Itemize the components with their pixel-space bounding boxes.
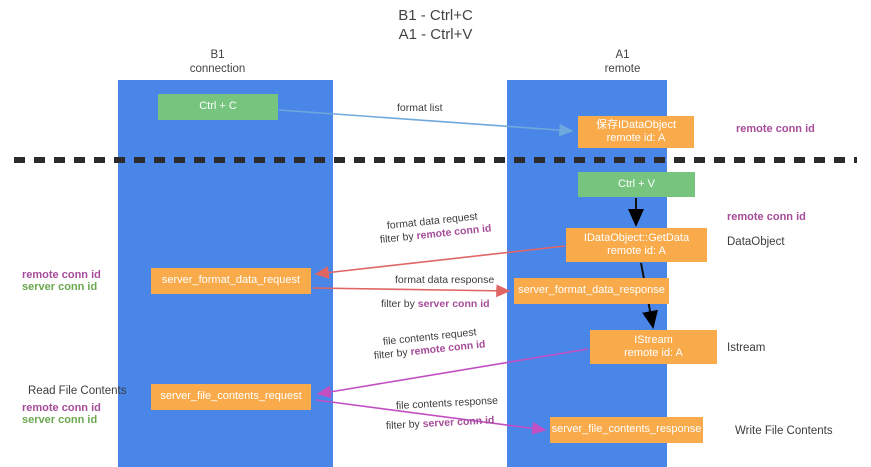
page-title-line2: A1 - Ctrl+V bbox=[398, 26, 473, 43]
tag-remote-conn-id-left-lower: remote conn id bbox=[22, 402, 101, 414]
edge-filter-key-4: server conn id bbox=[422, 414, 495, 431]
edge-label-format-list: format list bbox=[397, 102, 443, 114]
column-header-a1: A1 remote bbox=[555, 48, 690, 76]
tag-server-conn-id-left-lower: server conn id bbox=[22, 414, 98, 426]
node-server-format-data-response[interactable]: server_format_data_response bbox=[514, 278, 669, 304]
side-label-write-file-contents: Write File Contents bbox=[735, 425, 833, 437]
edge-filter-key-2: server conn id bbox=[417, 298, 490, 310]
side-label-read-file-contents: Read File Contents bbox=[28, 385, 127, 397]
node-server-format-data-request-label: server_format_data_request bbox=[161, 274, 301, 287]
edge-label-file-contents-response: file contents response bbox=[395, 394, 499, 412]
node-server-format-data-response-label: server_format_data_response bbox=[518, 284, 665, 297]
column-header-b1-name: B1 bbox=[210, 49, 225, 61]
column-header-a1-name: A1 bbox=[615, 49, 630, 61]
edge-filter-prefix-2: filter by bbox=[381, 298, 418, 310]
edge-filter-prefix-3: filter by bbox=[373, 346, 412, 362]
node-server-file-contents-request[interactable]: server_file_contents_request bbox=[151, 384, 311, 410]
column-header-a1-role: remote bbox=[604, 63, 641, 75]
tag-remote-conn-id-top: remote conn id bbox=[736, 123, 815, 135]
edge-filter-format-data-response: filter by server conn id bbox=[381, 298, 490, 311]
edge-filter-file-contents-response: filter by server conn id bbox=[386, 414, 495, 433]
tag-remote-conn-id-mid: remote conn id bbox=[727, 211, 806, 223]
side-label-istream: Istream bbox=[727, 342, 766, 354]
edge-filter-prefix-4: filter by bbox=[385, 418, 424, 432]
edge-label-format-data-response: format data response bbox=[395, 274, 495, 286]
page-title: B1 - Ctrl+C A1 - Ctrl+V bbox=[0, 6, 871, 44]
node-istream[interactable]: IStream remote id: A bbox=[590, 330, 717, 364]
node-ctrl-v[interactable]: Ctrl + V bbox=[578, 172, 695, 197]
edge-filter-prefix-1: filter by bbox=[379, 230, 418, 246]
tag-remote-conn-id-left-upper: remote conn id bbox=[22, 269, 101, 281]
node-save-dataobject-line2: remote id: A bbox=[606, 132, 666, 144]
side-label-dataobject: DataObject bbox=[727, 236, 785, 248]
node-idataobject-getdata-line2: remote id: A bbox=[607, 245, 666, 257]
node-ctrl-v-label: Ctrl + V bbox=[618, 177, 655, 190]
column-header-b1: B1 connection bbox=[150, 48, 285, 76]
node-server-format-data-request[interactable]: server_format_data_request bbox=[151, 268, 311, 294]
tag-server-conn-id-left-upper: server conn id bbox=[22, 281, 98, 293]
page-title-line1: B1 - Ctrl+C bbox=[398, 7, 473, 24]
node-server-file-contents-response[interactable]: server_file_contents_response bbox=[550, 417, 703, 443]
node-istream-line2: remote id: A bbox=[624, 347, 683, 359]
node-server-file-contents-response-label: server_file_contents_response bbox=[551, 423, 702, 436]
node-ctrl-c-label: Ctrl + C bbox=[199, 100, 237, 113]
node-ctrl-c[interactable]: Ctrl + C bbox=[158, 94, 278, 120]
node-istream-line1: IStream bbox=[634, 333, 673, 346]
column-header-b1-role: connection bbox=[189, 63, 246, 75]
edge-format-data-response bbox=[312, 284, 511, 298]
node-save-dataobject-line1: 保存IDataObject bbox=[595, 118, 677, 131]
node-save-dataobject[interactable]: 保存IDataObject remote id: A bbox=[578, 116, 694, 148]
node-server-file-contents-request-label: server_file_contents_request bbox=[160, 390, 302, 403]
node-idataobject-getdata-line1: IDataObject::GetData bbox=[583, 231, 690, 244]
node-idataobject-getdata[interactable]: IDataObject::GetData remote id: A bbox=[566, 228, 707, 262]
